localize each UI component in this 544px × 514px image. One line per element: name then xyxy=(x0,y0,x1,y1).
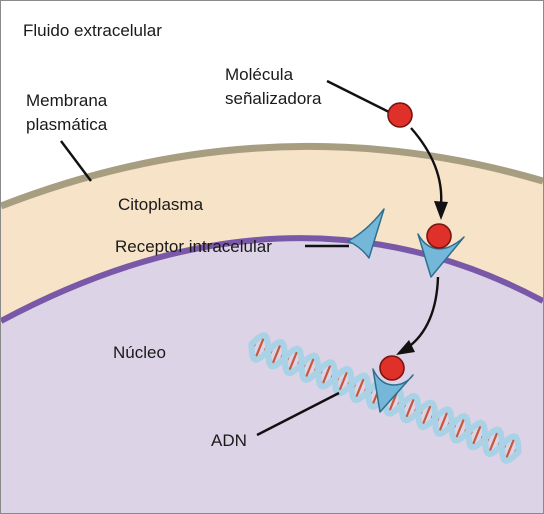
nuclear-membrane xyxy=(1,235,543,324)
nucleus-label: Núcleo xyxy=(113,343,166,362)
entry-arrow xyxy=(410,127,443,206)
signal-molecule-label-line2: señalizadora xyxy=(225,89,322,108)
bound-receptor-icon xyxy=(417,233,465,278)
dna-base-pair xyxy=(253,334,266,360)
plasma-membrane-label-line2: plasmática xyxy=(26,115,108,134)
dna-bound-signal-molecule-icon xyxy=(379,355,405,381)
signal-molecule-pointer-line xyxy=(326,79,394,116)
dna-base-pair xyxy=(304,355,316,381)
dna-base-pair xyxy=(320,361,333,387)
cytoplasm-label: Citoplasma xyxy=(118,195,204,214)
dna-base-pair xyxy=(470,422,483,448)
nucleus-region xyxy=(1,238,543,513)
dna-base-pair xyxy=(337,368,350,394)
nucleus-entry-arrowhead xyxy=(396,340,415,355)
entry-arrowhead xyxy=(434,201,448,220)
dna-base-pair xyxy=(504,436,517,462)
dna-base-pair xyxy=(454,415,466,441)
plasma-membrane-label-line1: Membrana xyxy=(26,91,108,110)
dna-pointer-line xyxy=(256,391,340,437)
dna-label: ADN xyxy=(211,431,247,450)
dna-base-pair xyxy=(354,375,366,401)
signal-molecule-icon xyxy=(387,102,413,128)
dna-bound-receptor-icon xyxy=(372,368,414,413)
extracellular-fluid-label: Fluido extracelular xyxy=(23,21,162,40)
dna-base-pair xyxy=(404,395,416,421)
dna-base-pair xyxy=(420,402,433,428)
dna-base-pair xyxy=(437,409,450,435)
nucleus-entry-arrow xyxy=(406,276,440,349)
bound-signal-molecule-icon xyxy=(426,223,452,249)
dna-base-pair xyxy=(270,341,283,367)
dna-base-pair xyxy=(487,429,500,455)
dna-base-pair xyxy=(287,348,300,374)
signal-molecule-label-line1: Molécula xyxy=(225,65,294,84)
receptor-icon xyxy=(347,208,385,259)
receptor-label: Receptor intracelular xyxy=(115,237,272,256)
membrane-pointer-line xyxy=(60,140,92,182)
plasma-membrane xyxy=(1,142,543,210)
